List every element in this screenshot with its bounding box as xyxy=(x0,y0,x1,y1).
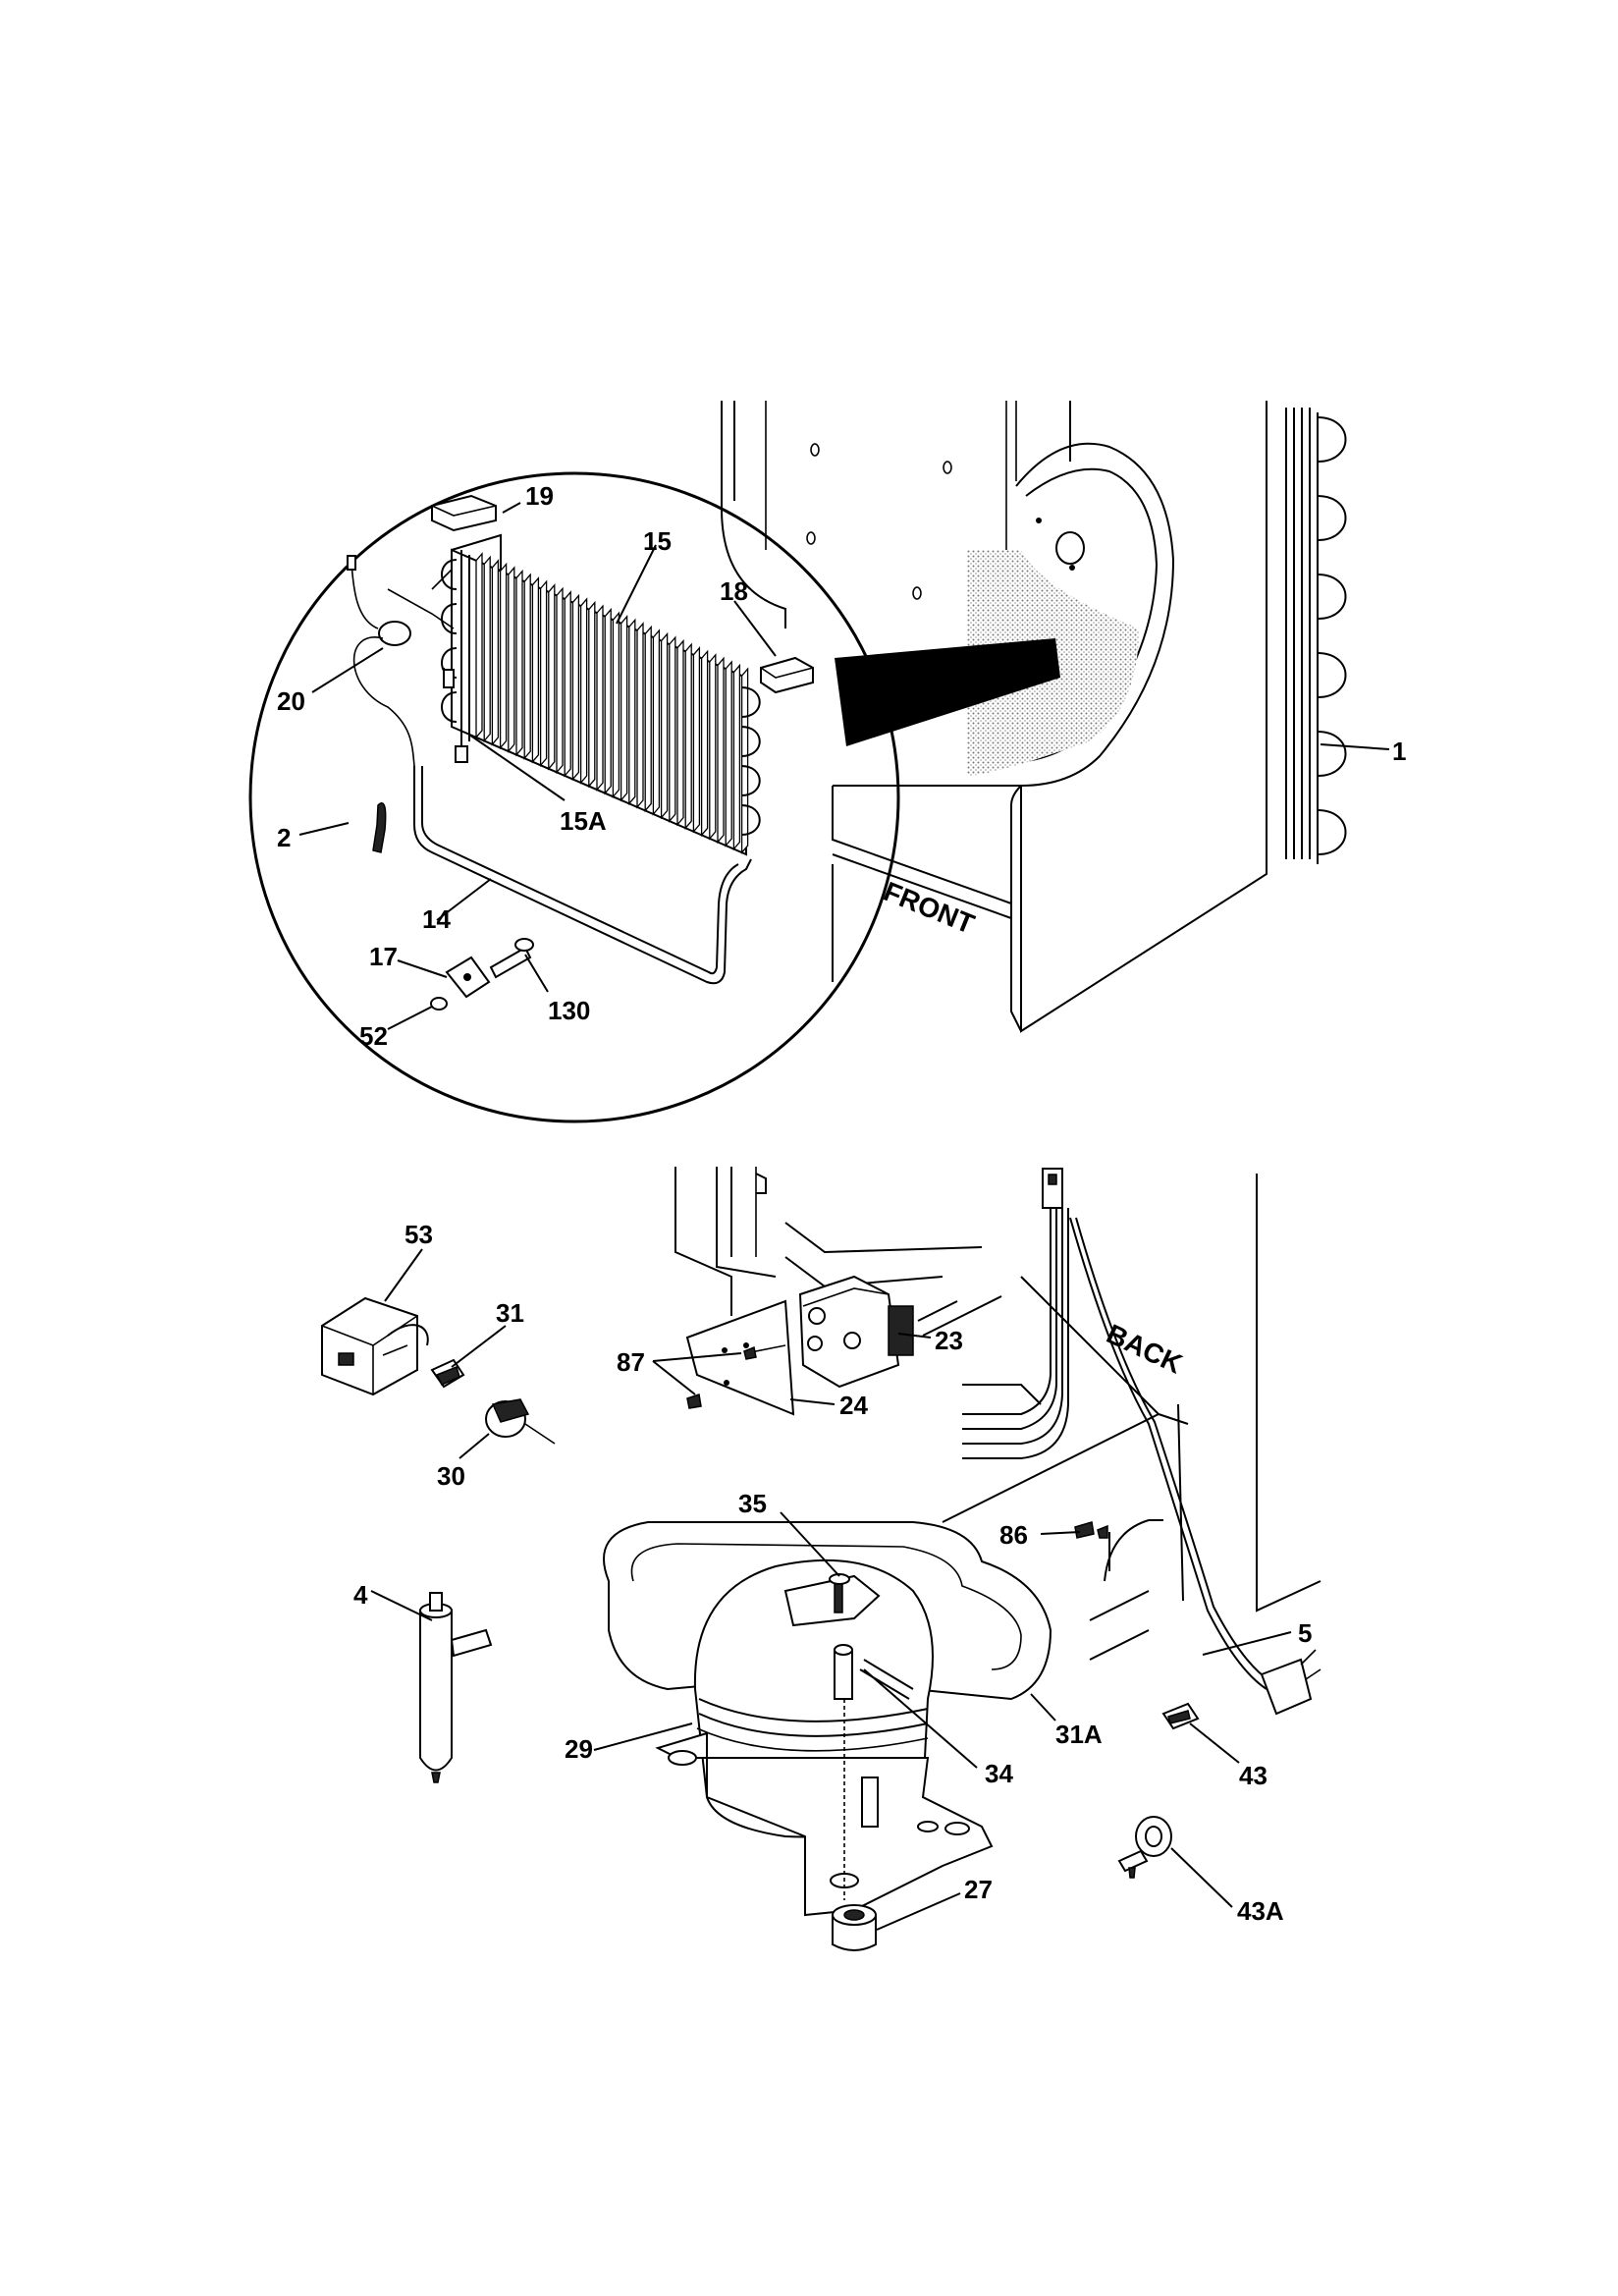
callout-1: 1 xyxy=(1392,737,1406,766)
callout-4: 4 xyxy=(353,1580,368,1610)
relay-cover xyxy=(321,1296,429,1396)
evaporator-fin xyxy=(660,631,669,820)
callout-14: 14 xyxy=(422,904,451,934)
evaporator-fin xyxy=(725,660,732,847)
detail-callout-beam xyxy=(835,638,1060,746)
callout-87: 87 xyxy=(617,1347,645,1377)
evaporator-fin xyxy=(692,646,701,834)
filter-drier xyxy=(419,1592,493,1783)
detail-circle xyxy=(248,471,900,1123)
evaporator-fin xyxy=(612,611,620,798)
evaporator-fin xyxy=(508,566,515,753)
tube-clamp xyxy=(1117,1816,1172,1879)
condenser-coil xyxy=(1285,408,1347,864)
callout-20: 20 xyxy=(277,686,305,716)
callout-27: 27 xyxy=(964,1875,993,1904)
evaporator-fin xyxy=(740,667,749,854)
compressor xyxy=(655,1558,994,1917)
leader-lines xyxy=(298,502,1390,1931)
evaporator-fin xyxy=(652,629,661,816)
evaporator-fin xyxy=(596,604,604,792)
defrost-drain-tube xyxy=(413,766,752,985)
callout-31: 31 xyxy=(496,1298,524,1328)
evaporator-fin xyxy=(669,635,676,823)
evaporator-fin xyxy=(556,586,564,775)
grommet xyxy=(832,1904,877,1951)
callout-31A: 31A xyxy=(1055,1720,1103,1749)
evaporator-fin xyxy=(579,597,588,785)
callout-43A: 43A xyxy=(1237,1896,1284,1926)
evaporator-fin xyxy=(523,573,531,760)
evaporator-fin xyxy=(564,590,571,778)
callout-86: 86 xyxy=(999,1520,1028,1550)
callout-52: 52 xyxy=(359,1021,388,1051)
callout-23: 23 xyxy=(935,1326,963,1355)
callout-29: 29 xyxy=(565,1734,593,1764)
evaporator-fin xyxy=(548,583,556,771)
defrost-timer-assembly xyxy=(685,1275,1002,1416)
callout-15: 15 xyxy=(643,526,672,556)
callout-130: 130 xyxy=(548,996,590,1025)
callout-43: 43 xyxy=(1239,1761,1267,1790)
evaporator-fin xyxy=(644,625,652,813)
evaporator-fin xyxy=(515,569,523,757)
evaporator-fin xyxy=(620,615,628,802)
evaporator-fin xyxy=(732,663,741,851)
evaporator-fin xyxy=(709,653,717,841)
heater-terminal xyxy=(443,667,468,763)
callout-15A: 15A xyxy=(560,806,607,836)
evaporator-fin xyxy=(483,555,491,743)
callout-2: 2 xyxy=(277,823,291,852)
evaporator-fin xyxy=(531,575,540,764)
callout-35: 35 xyxy=(738,1489,767,1518)
clip xyxy=(372,802,387,853)
evaporator-fin xyxy=(628,618,636,806)
callout-30: 30 xyxy=(437,1461,465,1491)
cabinet-freezer-section xyxy=(721,401,1267,1033)
evaporator-fin xyxy=(475,552,483,739)
evaporator-fin xyxy=(604,607,612,795)
evaporator-fin xyxy=(684,642,692,830)
callout-53: 53 xyxy=(404,1220,433,1249)
drain-fitting-parts xyxy=(430,938,534,1011)
defrost-thermostat xyxy=(347,555,415,767)
callout-19: 19 xyxy=(525,481,554,511)
callout-17: 17 xyxy=(369,942,398,971)
callout-5: 5 xyxy=(1298,1618,1312,1648)
front-marker-label: FRONT xyxy=(880,876,979,940)
evaporator-fin xyxy=(717,656,725,845)
callout-34: 34 xyxy=(985,1759,1013,1788)
evaporator-fin xyxy=(636,622,644,809)
evaporator-fin xyxy=(499,562,508,750)
evaporator-fin xyxy=(571,593,580,782)
start-relay xyxy=(485,1398,556,1445)
callout-18: 18 xyxy=(720,576,748,606)
wiring-harness xyxy=(962,1168,1321,1716)
overload-protector xyxy=(430,1358,465,1389)
evaporator-fin xyxy=(588,600,596,789)
evaporator-fin xyxy=(491,559,500,746)
evaporator-fin xyxy=(676,638,684,827)
evaporator-fin xyxy=(539,579,548,768)
evaporator-fin xyxy=(700,649,709,838)
evaporator xyxy=(387,533,761,856)
callout-24: 24 xyxy=(839,1391,868,1420)
